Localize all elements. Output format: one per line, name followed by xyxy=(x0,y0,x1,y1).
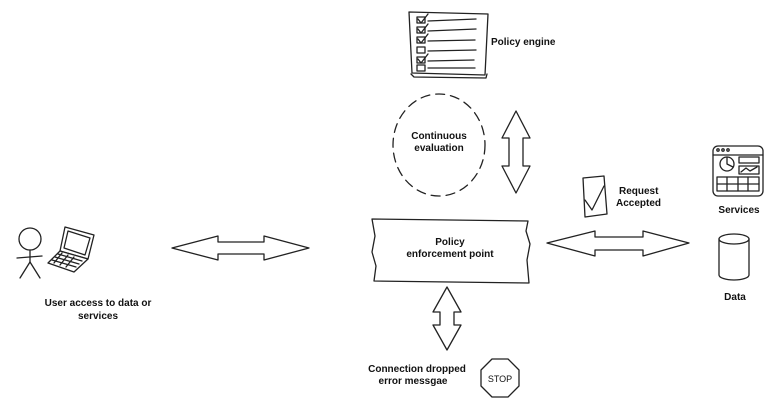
user-access-label-1: User access to data or xyxy=(45,298,152,309)
user-pep-arrow xyxy=(171,235,310,261)
pep-label-2: enforcement point xyxy=(406,249,494,260)
policy-engine-label: Policy engine xyxy=(491,37,556,48)
continuous-evaluation-cycle xyxy=(392,93,486,197)
request-accepted-label-2: Accepted xyxy=(616,198,661,209)
laptop-icon xyxy=(47,226,95,273)
continuous-evaluation-label-2: evaluation xyxy=(414,143,463,154)
data-label: Data xyxy=(724,292,746,303)
pep-label-1: Policy xyxy=(435,237,465,248)
services-label: Services xyxy=(718,205,760,216)
engine-evaluation-arrow xyxy=(501,110,531,194)
stick-figure-icon xyxy=(16,227,43,279)
request-accepted-label-1: Request xyxy=(619,186,659,197)
check-document-icon xyxy=(582,175,608,218)
database-cylinder-icon xyxy=(718,233,750,281)
user-access-label-2: services xyxy=(78,311,118,322)
stop-sign-text: STOP xyxy=(488,374,512,384)
policy-enforcement-point-box xyxy=(371,218,531,284)
checklist-icon xyxy=(408,11,489,79)
connection-dropped-label-2: error messgae xyxy=(379,376,448,387)
stop-sign-icon: STOP xyxy=(480,358,520,398)
continuous-evaluation-label-1: Continuous xyxy=(411,131,467,142)
dashboard-icon xyxy=(712,145,764,197)
connection-dropped-label-1: Connection dropped xyxy=(368,364,466,375)
pep-resources-arrow xyxy=(546,230,690,257)
pep-dropped-arrow xyxy=(432,286,462,351)
